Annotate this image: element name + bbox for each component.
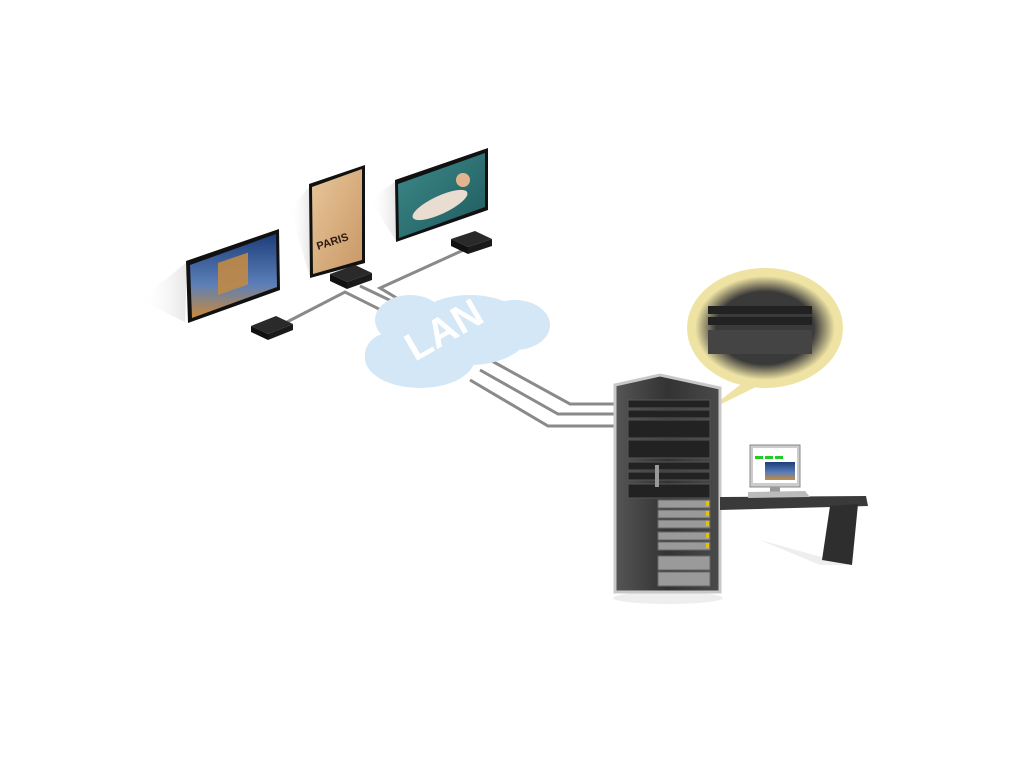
cable-rack-1 [489, 358, 615, 406]
control-workstation [720, 444, 868, 565]
display-portrait [370, 148, 488, 242]
network-cables [286, 246, 615, 428]
display-arc-de-triomphe [140, 229, 280, 323]
display-paris-map: PARIS [290, 165, 365, 278]
server-rack [613, 373, 723, 604]
media-player-2 [330, 265, 372, 289]
lan-cloud: LAN [365, 291, 550, 388]
cable-player1 [286, 290, 386, 324]
rack-zoom-callout [687, 268, 843, 412]
cable-player3 [376, 246, 469, 302]
media-player-1 [251, 316, 293, 340]
cable-rack-2 [479, 368, 615, 416]
media-player-3 [451, 231, 492, 254]
cable-rack-3 [469, 378, 615, 428]
